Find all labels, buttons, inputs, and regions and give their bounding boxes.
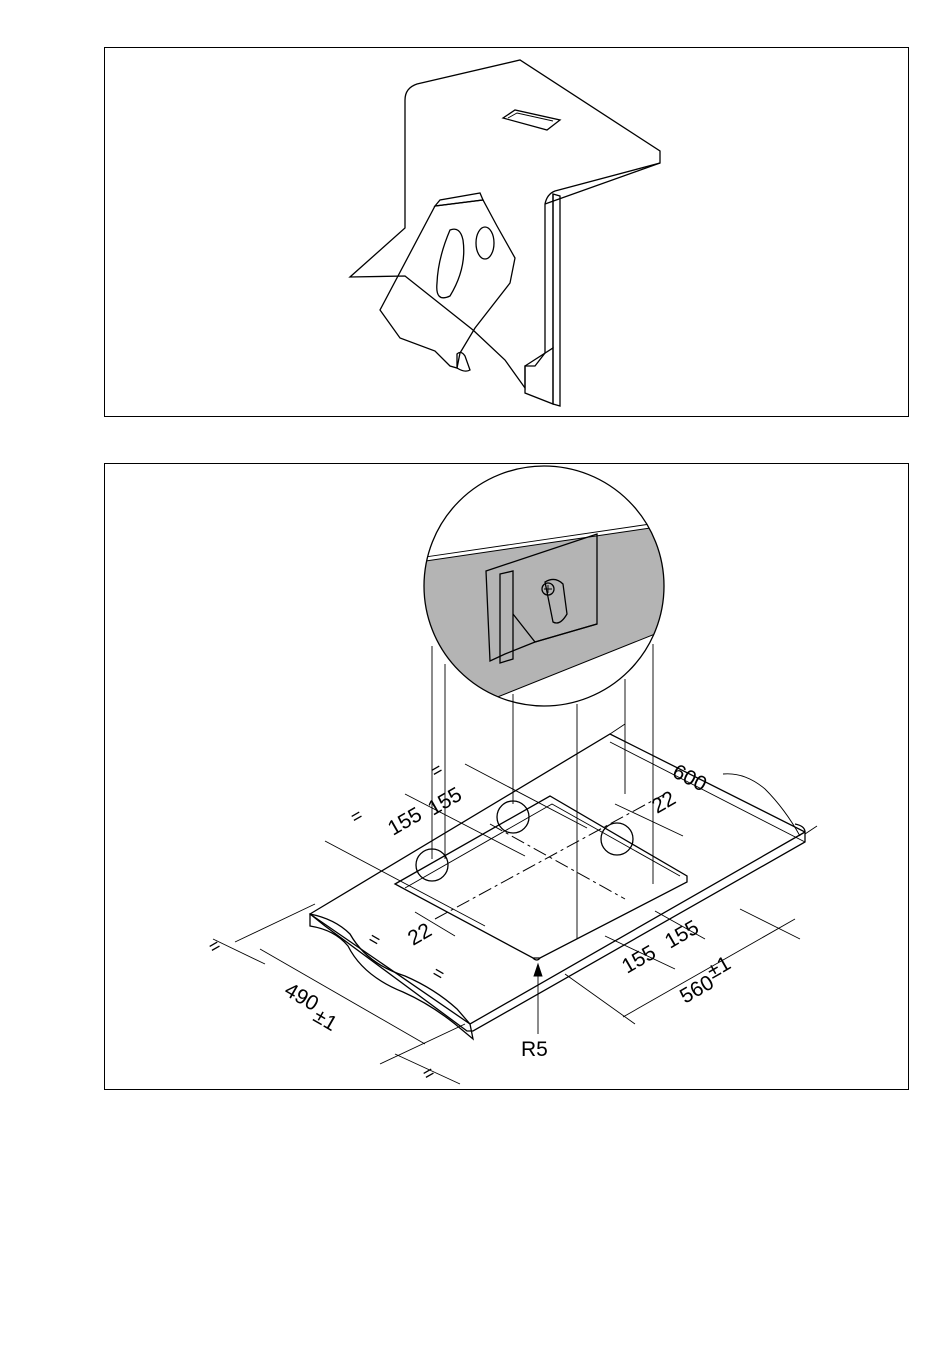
eq-outer-bottom: = bbox=[419, 1062, 438, 1085]
fixing-clip-drawing bbox=[105, 48, 910, 418]
dim-155-rear-a: 155 bbox=[384, 803, 426, 840]
clip-position-right bbox=[601, 823, 633, 855]
clip-positions bbox=[416, 801, 633, 881]
dim-490: 490 bbox=[281, 978, 323, 1015]
hob-edge-sheet bbox=[350, 60, 660, 388]
flange-grey bbox=[553, 194, 560, 406]
dim-r5: R5 bbox=[521, 1038, 548, 1061]
dim-155-rear-b: 155 bbox=[424, 783, 466, 820]
eq-rear-top: = bbox=[427, 759, 446, 782]
dim-155-right-b: 155 bbox=[661, 916, 703, 953]
clip-plate bbox=[380, 200, 515, 368]
cutout-dimensions-panel: 600 155 155 155 155 22 22 560 ±1 490 ±1 … bbox=[104, 463, 909, 1090]
clip-round-hole bbox=[476, 227, 494, 259]
clip-slot-hole bbox=[437, 229, 464, 298]
clip-top-edge bbox=[435, 193, 483, 206]
fixing-clip-panel bbox=[104, 47, 909, 417]
centerlines bbox=[435, 794, 665, 919]
dim-560-group: 560 ±1 bbox=[672, 952, 739, 1008]
eq-left-top: = bbox=[347, 805, 366, 828]
dimension-lines bbox=[213, 724, 817, 1084]
slot bbox=[503, 110, 560, 130]
eq-inner-left: = bbox=[365, 928, 384, 951]
eq-inner-right: = bbox=[429, 962, 448, 985]
flange-grey-lower bbox=[525, 348, 553, 404]
eq-outer-left: = bbox=[205, 935, 224, 958]
dim-490-group: 490 ±1 bbox=[277, 978, 346, 1035]
dim-600: 600 bbox=[669, 760, 711, 796]
fold-line-2 bbox=[545, 163, 660, 204]
detail-magnifier bbox=[405, 464, 705, 734]
cutout-dimensions-drawing: 600 155 155 155 155 22 22 560 ±1 490 ±1 … bbox=[105, 464, 910, 1091]
worktop bbox=[310, 734, 805, 1039]
dim-22-left: 22 bbox=[404, 919, 436, 951]
dim-155-right-a: 155 bbox=[618, 941, 660, 978]
